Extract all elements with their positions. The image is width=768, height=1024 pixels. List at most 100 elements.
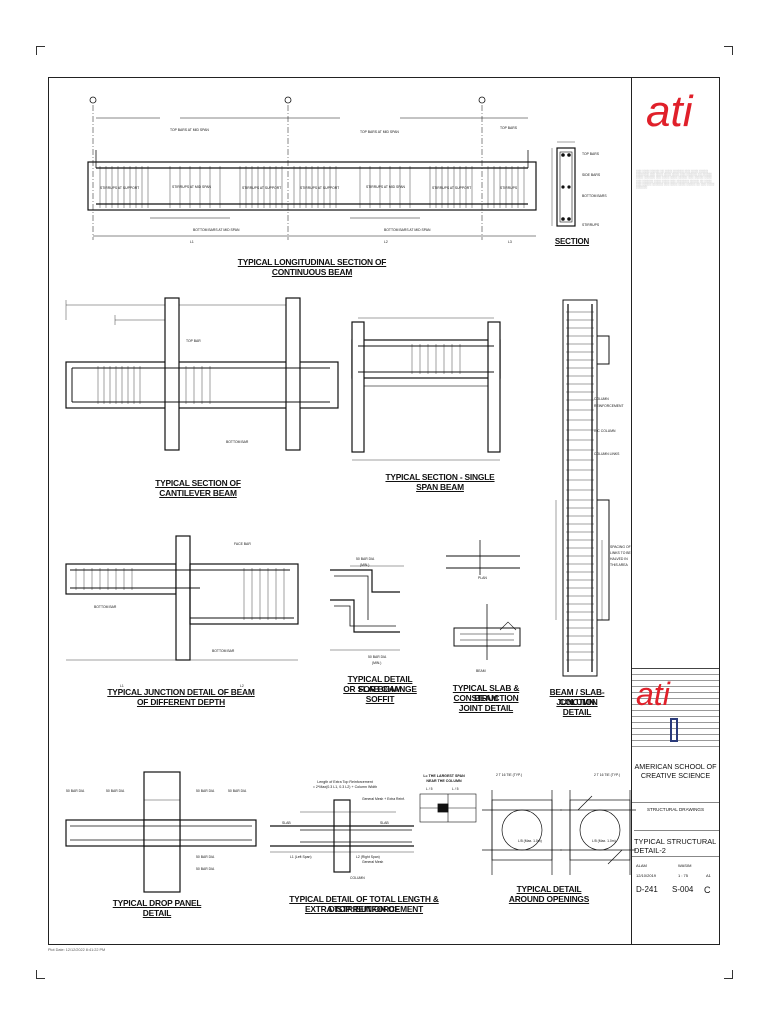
construction-joint-drawing bbox=[446, 540, 521, 660]
label-slab-left: SLAB bbox=[282, 821, 291, 825]
project-name-line2: CREATIVE SCIENCE bbox=[640, 771, 711, 780]
single-span-beam-drawing bbox=[351, 317, 501, 461]
title-joint-2: CONSTRUCTION JOINT DETAIL bbox=[453, 693, 519, 713]
label-largest-span: L= THE LARGEST SPAN NEAR THE COLUMN bbox=[420, 774, 468, 783]
label-slab-right: SLAB bbox=[380, 821, 389, 825]
label-tie-bars-1: 2 T 16 TIE (TYP.) bbox=[496, 773, 522, 777]
title-section: SECTION bbox=[554, 237, 590, 246]
label-l3: L3 bbox=[508, 240, 512, 244]
openings-drawing bbox=[419, 790, 636, 875]
largest-span-line2: NEAR THE COLUMN bbox=[426, 778, 462, 783]
brand-logo-top: ati bbox=[646, 87, 693, 136]
label-bottom-bars-mid-2: BOTTOM BARS AT MID SPAN bbox=[384, 228, 431, 232]
label-bar-dia-2: 50 BAR DIA bbox=[368, 655, 387, 659]
label-bottom-bars-mid-1: BOTTOM BARS AT MID SPAN bbox=[193, 228, 240, 232]
label-plan: PLAN bbox=[478, 576, 487, 580]
label-bottom-bar-junction-2: BOTTOM BAR bbox=[212, 649, 235, 653]
label-drop-bar-dia-6: 50 BAR DIA bbox=[196, 867, 215, 871]
label-bottom-bar-cantilever: BOTTOM BAR bbox=[226, 440, 249, 444]
label-spacing-3: HALVED IN bbox=[610, 557, 628, 561]
label-tie-bars-2: 2 T 16 TIE (TYP.) bbox=[594, 773, 620, 777]
date: 12/10/2019 bbox=[636, 873, 657, 878]
label-drop-bar-dia-4: 50 BAR DIA bbox=[228, 789, 247, 793]
label-bottom-bars: BOTTOM BARS bbox=[582, 194, 607, 198]
label-column-links: COLUMN LINKS bbox=[594, 452, 620, 456]
label-top-bars: TOP BARS bbox=[500, 126, 518, 130]
title-longitudinal-section: TYPICAL LONGITUDINAL SECTION OF CONTINUO… bbox=[237, 257, 387, 277]
label-column-reinf: COLUMN bbox=[594, 397, 609, 401]
label-stirrups-support-1: STIRRUPS AT SUPPORT bbox=[100, 186, 139, 190]
drawn-by: ALAM bbox=[636, 863, 647, 868]
scale: 1 : 75 bbox=[678, 873, 689, 878]
label-stirrups-mid-2: STIRRUPS AT MID SPAN bbox=[366, 185, 406, 189]
revision-letter: C bbox=[704, 885, 711, 895]
label-min-1: (MIN.) bbox=[360, 563, 369, 567]
title-block: ati ░░░ ░░░░ ░░░░░ ░░ ░░░░ ░░░░░░ ░░░ ░░… bbox=[631, 78, 719, 944]
label-l-left: L1 (Left Span) bbox=[290, 855, 312, 859]
label-l1-junction: L1 bbox=[120, 684, 124, 688]
crop-mark-br bbox=[724, 970, 733, 979]
label-top-bar-cantilever: TOP BAR bbox=[186, 339, 201, 343]
extra-length-line2: = 2*Max(0.3 L1, 0.3 L2) + Column Width bbox=[312, 784, 378, 789]
label-spacing-1: SPACING OF bbox=[610, 545, 631, 549]
title-extra-top-2: EXTRA TOP REINFORCEMENT bbox=[304, 904, 424, 914]
title-soffit-2: OR SLAB CHANGE SOFFIT bbox=[343, 684, 417, 704]
label-drop-bar-dia-3: 50 BAR DIA bbox=[196, 789, 215, 793]
label-l2-junction: L2 bbox=[240, 684, 244, 688]
label-drop-bar-dia-5: 50 BAR DIA bbox=[196, 855, 215, 859]
label-top-bars-mid-2: TOP BARS AT MID SPAN bbox=[360, 130, 399, 134]
project-name-line1: AMERICAN SCHOOL OF bbox=[634, 762, 717, 771]
label-general-mesh-b: General Mesh bbox=[362, 860, 383, 864]
title-openings: TYPICAL DETAIL AROUND OPENINGS bbox=[508, 884, 590, 904]
label-l2: L2 bbox=[384, 240, 388, 244]
label-column-extra: COLUMN bbox=[350, 876, 365, 880]
title-column-2: JUNCTION DETAIL bbox=[556, 697, 598, 717]
checked-by: WASIM bbox=[678, 863, 692, 868]
title-joint-1: TYPICAL SLAB & BEAM bbox=[452, 683, 520, 703]
cantilever-beam-drawing bbox=[65, 297, 339, 451]
drop-panel-drawing bbox=[65, 771, 257, 893]
label-extra-length: Length of Extra Top Reinforcement = 2*Ma… bbox=[300, 780, 390, 789]
revision-table bbox=[632, 668, 719, 751]
label-l-by-5-b: L / 5 bbox=[452, 787, 459, 791]
notes-text: ░░░ ░░░░ ░░░░░ ░░ ░░░░ ░░░░░░ ░░░ ░░░░ ░… bbox=[636, 170, 715, 190]
project-name: AMERICAN SCHOOL OF CREATIVE SCIENCE bbox=[632, 762, 719, 780]
sheet-size: A1 bbox=[706, 873, 711, 878]
label-column-reinf-2: REINFORCEMENT bbox=[594, 404, 624, 408]
extra-length-line1: Length of Extra Top Reinforcement bbox=[317, 780, 373, 784]
label-general-mesh: General Mesh + Extra Reinf. bbox=[362, 797, 405, 801]
column-junction-drawing bbox=[555, 299, 610, 677]
label-l-right: L2 (Right Span) bbox=[356, 855, 380, 859]
label-side-bars: SIDE BARS bbox=[582, 173, 601, 177]
title-junction: TYPICAL JUNCTION DETAIL OF BEAM OF DIFFE… bbox=[107, 687, 255, 707]
label-min-2: (MIN.) bbox=[372, 661, 381, 665]
project-number: D-241 bbox=[636, 885, 658, 894]
drawing-title: TYPICAL STRUCTURAL DETAIL-2 bbox=[634, 830, 719, 855]
label-stirrups-support-2: STIRRUPS AT SUPPORT bbox=[242, 186, 281, 190]
label-stirrups-support-4: STIRRUPS AT SUPPORT bbox=[432, 186, 471, 190]
label-l1: L1 bbox=[190, 240, 194, 244]
largest-span-line1: L= THE LARGEST SPAN bbox=[423, 774, 465, 778]
crop-mark-bl bbox=[36, 970, 45, 979]
label-rc-column: R.C COLUMN bbox=[594, 429, 616, 433]
extra-top-drawing bbox=[270, 799, 414, 873]
label-face-bar: FACE BAR bbox=[234, 542, 251, 546]
continuous-beam-drawing bbox=[87, 96, 537, 240]
title-single-span: TYPICAL SECTION - SINGLE SPAN BEAM bbox=[385, 472, 495, 492]
label-beam: BEAM bbox=[476, 669, 486, 673]
label-drop-bar-dia-1: 50 BAR DIA bbox=[66, 789, 85, 793]
plot-footer: Plot Date: 12/12/2022 8:41:22 PM bbox=[48, 948, 106, 952]
label-stirrups-section: STIRRUPS bbox=[582, 223, 600, 227]
info-grid: ALAM WASIM 12/10/2019 1 : 75 A1 D-241 S-… bbox=[632, 856, 719, 923]
drawing-sheet bbox=[48, 77, 720, 945]
discipline: STRUCTURAL DRAWINGS bbox=[632, 802, 719, 812]
client-logo bbox=[670, 718, 678, 742]
crop-mark-tl bbox=[36, 46, 45, 55]
title-soffit-1: TYPICAL DETAIL FOR BEAM bbox=[347, 674, 413, 694]
label-spacing-2: LINKS TO BE bbox=[610, 551, 632, 555]
label-opening-dim: L/5 (Max. 1.0m) bbox=[518, 839, 542, 843]
title-cantilever: TYPICAL SECTION OF CANTILEVER BEAM bbox=[155, 478, 241, 498]
title-drop-panel: TYPICAL DROP PANEL DETAIL bbox=[112, 898, 202, 918]
label-stirrups: STIRRUPS bbox=[500, 186, 518, 190]
